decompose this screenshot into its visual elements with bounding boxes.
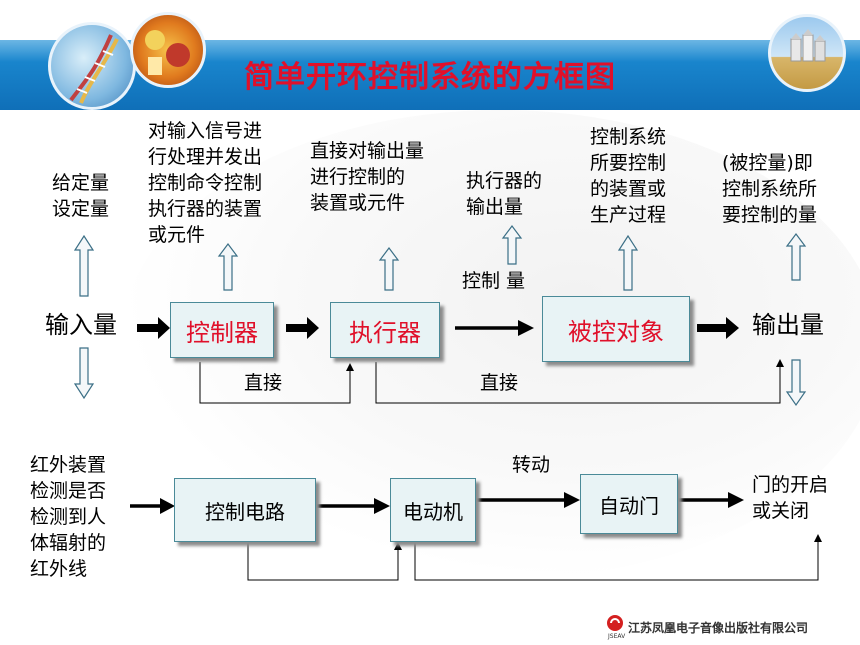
publisher-name: 江苏凤凰电子音像出版社有限公司	[628, 621, 809, 635]
input-label: 输入量	[45, 311, 117, 339]
actuator-to-plant-arrowhead	[518, 320, 534, 336]
controller-label: 控制器	[186, 318, 258, 347]
publisher-logo-icon	[606, 614, 624, 632]
motor-label: 电动机	[403, 499, 463, 524]
output-label: 输出量	[752, 311, 824, 339]
motor-direct-line	[414, 540, 819, 581]
actuator-direct-line	[375, 362, 781, 404]
controller-direct-line	[199, 362, 351, 404]
plant-note: 控制系统 所要控制 的装置或 生产过程	[590, 126, 667, 226]
actuator-note: 直接对输出量 进行控制的 装置或元件	[310, 140, 425, 214]
direct-label-2: 直接	[480, 372, 519, 394]
control-circuit-label: 控制电路	[205, 499, 285, 524]
plant-label: 被控对象	[568, 317, 664, 346]
plant-block: 被控对象	[542, 296, 690, 362]
header-image-right	[768, 14, 846, 92]
publisher-abbr: JSEAV	[608, 633, 626, 640]
controller-block: 控制器	[170, 302, 274, 358]
infrared-note: 红外装置 检测是否 检测到人 体辐射的 红外线	[30, 454, 107, 580]
input-note: 给定量 设定量	[52, 172, 110, 220]
hollow-up-arrow	[73, 225, 807, 297]
auto-door-label: 自动门	[599, 493, 659, 518]
controller-note: 对输入信号进 行处理并发出 控制命令控制 执行器的装置 或元件	[148, 120, 263, 246]
hollow-down-arrow	[73, 347, 807, 407]
thick-arrow	[137, 317, 739, 339]
door-output-note: 门的开启 或关闭	[752, 474, 829, 522]
direct-label-1: 直接	[244, 372, 283, 394]
page-title: 简单开环控制系统的方框图	[244, 60, 616, 95]
header-image-center	[130, 12, 206, 88]
rotation-label: 转动	[512, 454, 551, 476]
actuator-label: 执行器	[349, 318, 421, 347]
motor-block: 电动机	[390, 478, 476, 542]
circuit-direct-line	[247, 540, 399, 581]
control-circuit-block: 控制电路	[174, 478, 316, 542]
control-quantity-label: 控制 量	[462, 270, 526, 292]
actuator-output-note: 执行器的 输出量	[466, 170, 543, 218]
auto-door-block: 自动门	[580, 474, 678, 534]
output-note: (被控量)即 控制系统所 要控制的量	[722, 152, 818, 226]
actuator-block: 执行器	[330, 302, 440, 358]
